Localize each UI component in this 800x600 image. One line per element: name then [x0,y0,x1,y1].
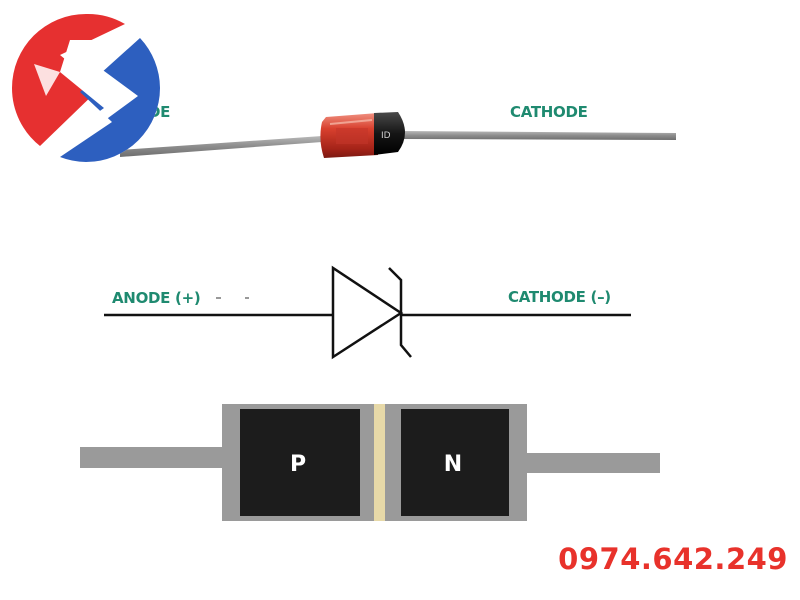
phone-number: 0974.642.249 [558,542,788,576]
junction-lead-left [80,447,225,468]
symbol-anode-label: ANODE (+) [112,289,200,307]
photo-cathode-label: CATHODE [510,103,588,121]
glass-body [320,113,378,158]
diode-symbol: ANODE (+) CATHODE (–) [104,265,631,360]
photo-lead-right [404,131,676,140]
svg-text:ID: ID [381,131,391,141]
diode-photo: ID ANODE CATHODE [112,103,676,158]
symbol-cathode-label: CATHODE (–) [508,288,611,306]
photo-lead-left [120,136,322,157]
diode-triangle [331,265,404,360]
n-region [401,409,509,516]
p-region [240,409,360,516]
p-label: P [290,452,306,477]
junction-stripe [374,404,385,521]
n-label: N [444,452,462,477]
junction-lead-right [520,453,660,473]
cathode-band: ID [374,112,405,155]
pn-junction: P N [80,404,660,521]
brand-logo [11,13,160,162]
zener-cathode-bar [388,267,412,358]
